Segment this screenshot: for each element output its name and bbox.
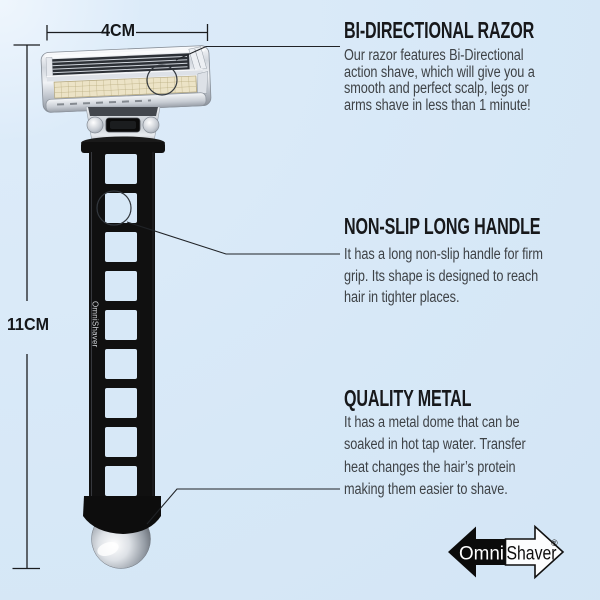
feature-non-slip-handle: NON-SLIP LONG HANDLE It has a long non-s… (344, 213, 600, 307)
description-line: making them easier to shave. (344, 481, 508, 499)
leader-line-dome (146, 488, 340, 525)
feature-description: Our razor features Bi-Directional action… (344, 47, 535, 114)
neck-bolt-left (86, 116, 104, 134)
description-line: soaked in hot tap water. Transfer (344, 436, 526, 454)
left-arrow-icon (448, 526, 510, 578)
feature-title: QUALITY METAL (344, 385, 472, 411)
brand-logo: Omni Shaver ® (448, 524, 565, 580)
handle-window (105, 427, 137, 457)
description-line: action shave, which will give you a (344, 63, 535, 81)
right-arrow-icon (504, 524, 565, 580)
focus-circle-handle (96, 190, 132, 226)
description-line: It has a metal dome that can be (344, 414, 520, 431)
handle-window (105, 388, 137, 418)
logo-text-shaver: Shaver (507, 544, 558, 565)
lubricating-strip (53, 75, 197, 99)
focus-circle-head (146, 64, 178, 96)
handle-brand-text: OmniShaver (91, 301, 100, 348)
blade-slots (49, 53, 190, 76)
description-line: It has a long non-slip handle for firm (344, 246, 543, 263)
description-line: smooth and perfect scalp, legs or (344, 80, 529, 98)
height-dimension-label: 11CM (6, 314, 50, 334)
metal-dome (83, 496, 161, 569)
handle-window (105, 154, 137, 184)
registered-mark: ® (551, 538, 558, 548)
feature-title: NON-SLIP LONG HANDLE (344, 213, 541, 239)
feature-description: It has a long non-slip handle for firm g… (344, 244, 543, 309)
description-line: Our razor features Bi-Directional (344, 47, 524, 64)
razor-head (40, 45, 212, 113)
handle-window (105, 232, 137, 262)
neck-bolt-right (142, 116, 160, 134)
dimension-line-height (12, 44, 40, 570)
width-dimension-label: 4CM (101, 20, 136, 40)
description-line: arms shave in less than 1 minute! (344, 96, 531, 114)
description-line: hair in tighter places. (344, 289, 460, 307)
handle-window (105, 310, 137, 340)
handle-window (105, 193, 137, 223)
description-line: grip. Its shape is designed to reach (344, 267, 539, 285)
dome-cup (83, 496, 161, 534)
handle-window (105, 349, 137, 379)
razor-handle: OmniShaver (81, 136, 165, 508)
leader-line-bidirectional (175, 45, 340, 61)
description-line: heat changes the hair’s protein (344, 458, 516, 476)
feature-bidirectional-razor: BI-DIRECTIONAL RAZOR Our razor features … (344, 17, 600, 114)
feature-quality-metal: QUALITY METAL It has a metal dome that c… (344, 385, 600, 499)
dimension-line-width (46, 24, 209, 41)
handle-window (105, 466, 137, 496)
leader-line-handle (126, 221, 340, 255)
handle-windows (105, 154, 137, 496)
logo-text-omni: Omni (459, 544, 504, 565)
feature-title: BI-DIRECTIONAL RAZOR (344, 17, 535, 43)
handle-window (105, 271, 137, 301)
feature-description: It has a metal dome that can be soaked i… (344, 412, 526, 502)
